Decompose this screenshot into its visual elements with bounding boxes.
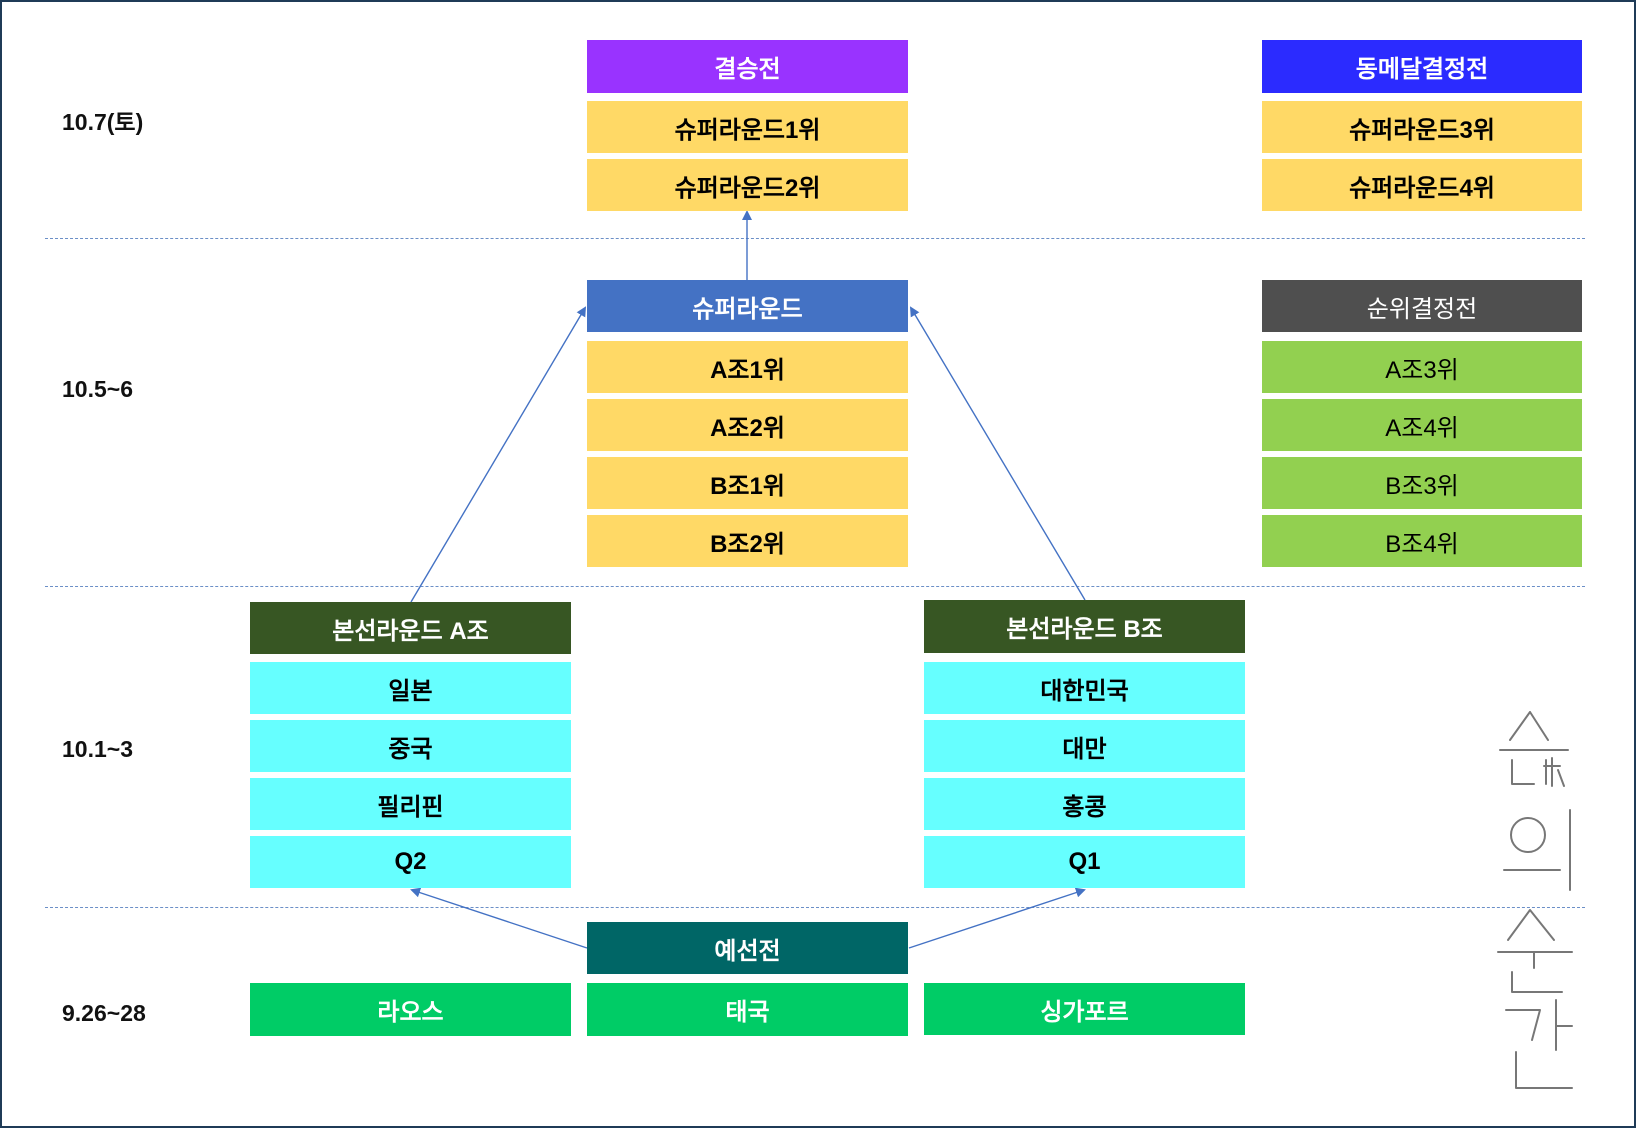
final-entry: 슈퍼라운드1위 <box>587 101 908 153</box>
placement-entry: A조3위 <box>1262 341 1582 393</box>
group-b-team: 대만 <box>924 720 1245 772</box>
separator-line <box>45 907 1585 908</box>
date-super-round: 10.5~6 <box>62 376 133 402</box>
prelim-team: 라오스 <box>250 983 571 1036</box>
separator-line <box>45 238 1585 239</box>
group-b-header: 본선라운드 B조 <box>924 600 1245 653</box>
bronze-entry: 슈퍼라운드3위 <box>1262 101 1582 153</box>
super-round-entry: B조1위 <box>587 457 908 509</box>
date-main-round: 10.1~3 <box>62 736 133 762</box>
final-entry: 슈퍼라운드2위 <box>587 159 908 211</box>
group-b-team: 홍콩 <box>924 778 1245 830</box>
group-a-team: Q2 <box>250 836 571 888</box>
arrow-prelim-to-q1 <box>908 887 1086 949</box>
super-round-header: 슈퍼라운드 <box>587 280 908 332</box>
handwritten-signature <box>1497 711 1573 1089</box>
group-b-team: Q1 <box>924 836 1245 888</box>
group-a-team: 일본 <box>250 662 571 714</box>
arrow-group-a-to-super <box>410 306 587 603</box>
super-round-entry: A조2위 <box>587 399 908 451</box>
group-a-team: 필리핀 <box>250 778 571 830</box>
placement-entry: A조4위 <box>1262 399 1582 451</box>
group-b-team: 대한민국 <box>924 662 1245 714</box>
super-round-entry: B조2위 <box>587 515 908 567</box>
final-header: 결승전 <box>587 40 908 93</box>
arrow-group-b-to-super <box>909 306 1086 601</box>
prelim-team: 태국 <box>587 983 908 1036</box>
group-a-header: 본선라운드 A조 <box>250 602 571 654</box>
bronze-entry: 슈퍼라운드4위 <box>1262 159 1582 211</box>
placement-header: 순위결정전 <box>1262 280 1582 332</box>
group-a-team: 중국 <box>250 720 571 772</box>
separator-line <box>45 586 1585 587</box>
prelim-team: 싱가포르 <box>924 983 1245 1035</box>
arrow-prelim-to-q2 <box>410 887 588 949</box>
super-round-entry: A조1위 <box>587 341 908 393</box>
bronze-header: 동메달결정전 <box>1262 40 1582 93</box>
placement-entry: B조4위 <box>1262 515 1582 567</box>
date-final: 10.7(토) <box>62 109 144 135</box>
date-preliminary: 9.26~28 <box>62 1000 146 1026</box>
placement-entry: B조3위 <box>1262 457 1582 509</box>
prelim-header: 예선전 <box>587 922 908 974</box>
